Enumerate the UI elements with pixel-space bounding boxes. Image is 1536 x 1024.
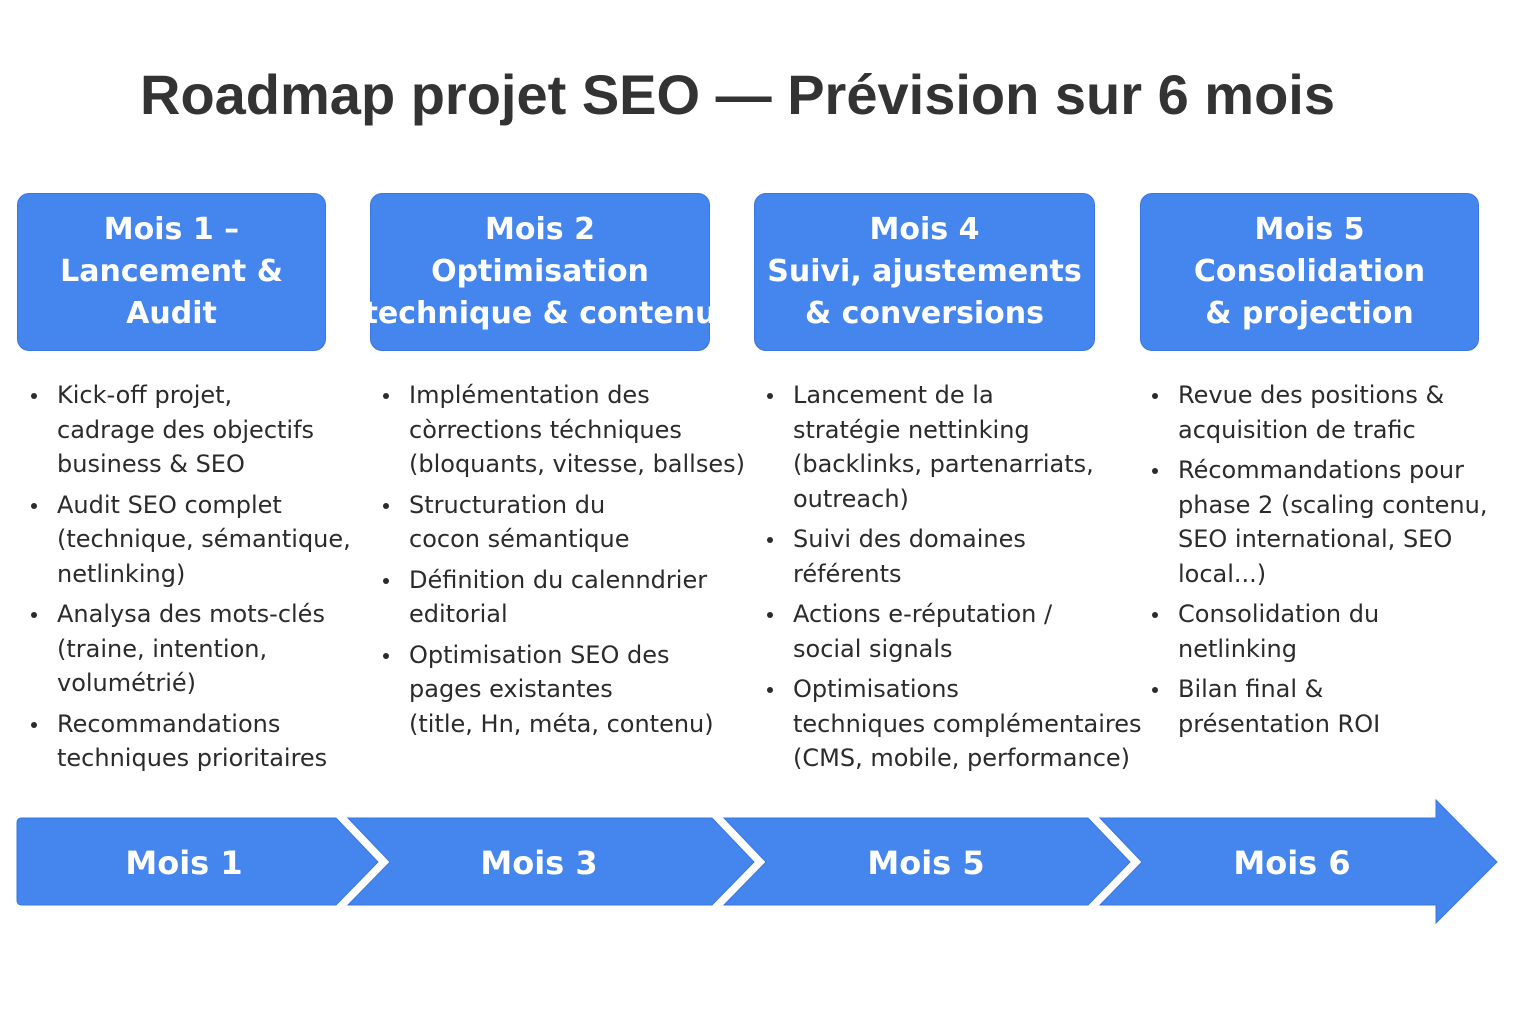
bullet-line: netlinking) [57, 559, 186, 588]
list-item: Audit SEO complet (technique, sémantique… [17, 488, 357, 592]
phase-header-text: Mois 2 Optimisation technique & contenu [364, 209, 717, 335]
timeline-label-2: Mois 3 [480, 844, 598, 882]
timeline-segment-4 [1098, 798, 1498, 925]
bullet-line: Définition du calenndrier [409, 565, 708, 594]
list-item: Kick-off projet, cadrage des objectifs b… [17, 378, 357, 482]
timeline-label-1: Mois 1 [125, 844, 243, 882]
bullet-line: (traine, intention, [57, 634, 268, 663]
list-item: Lancement de la stratégie nettinking (ba… [753, 378, 1143, 516]
bullet-line: Audit SEO complet [57, 490, 282, 519]
bullet-line: acquisition de trafic [1178, 415, 1416, 444]
phase-header-text: Mois 5 Consolidation & projection [1194, 209, 1425, 335]
bullet-line: pages existantes [409, 675, 613, 703]
list-item: Analysa des mots-clés (traine, intention… [17, 597, 357, 701]
timeline-segment-1 [16, 817, 379, 906]
bullet-line: Suivi des domaines [793, 525, 1026, 553]
bullet-line: Récommandations pour [1178, 456, 1464, 484]
bullet-line: outreach) [793, 484, 909, 513]
bullet-line: editorial [409, 600, 508, 628]
bullet-line: cadrage des objectifs [57, 415, 315, 444]
list-item: Optimisation SEO des pages existantes (t… [369, 638, 749, 742]
page-title: Roadmap projet SEO — Prévision sur 6 moi… [140, 63, 1335, 126]
bullet-line: (title, Hn, méta, contenu) [409, 709, 714, 738]
bullet-line: business & SEO [57, 450, 245, 478]
list-item: Structuration du cocon sémantique [369, 488, 749, 557]
header-line: & projection [1205, 296, 1414, 331]
header-line: Consolidation [1193, 254, 1426, 289]
list-item: Recommandations techniques prioritaires [17, 707, 357, 776]
bullet-line: Recommandations [57, 709, 281, 738]
bullet-line: Structuration du [409, 490, 606, 519]
list-item: Implémentation des còrrections téchnique… [369, 378, 749, 482]
timeline-label-3: Mois 5 [867, 844, 985, 882]
phase-2-bullets: Implémentation des còrrections téchnique… [369, 378, 749, 747]
bullet-line: techniques prioritaires [57, 744, 328, 772]
list-item: Consolidation du netlinking [1138, 597, 1528, 666]
phase-1-bullets: Kick-off projet, cadrage des objectifs b… [17, 378, 357, 782]
bullet-line: Consolidation du [1178, 600, 1380, 628]
phase-header-text: Mois 1 – Lancement & Audit [60, 209, 283, 335]
bullet-line: Implémentation des [409, 381, 650, 409]
bullet-line: volumétrié) [57, 669, 196, 697]
timeline-arrow [16, 798, 1498, 925]
bullet-line: (technique, sémantique, [57, 525, 351, 553]
phase-header-text: Mois 4 Suivi, ajustements & conversions [767, 209, 1082, 335]
bullet-line: Analysa des mots-clés [57, 600, 325, 628]
bullet-line: còrrections téchniques [409, 415, 682, 444]
list-item: Optimisations techniques complémentaires… [753, 672, 1143, 776]
list-item: Actions e-réputation / social signals [753, 597, 1143, 666]
bullet-line: SEO international, SEO [1178, 525, 1453, 553]
timeline-segment-2 [346, 817, 755, 906]
header-line: Mois 2 [485, 212, 595, 247]
list-item: Revue des positions & acquisition de tra… [1138, 378, 1528, 447]
phase-header-2: Mois 2 Optimisation technique & contenu [364, 193, 716, 351]
bullet-line: (bloquants, vitesse, ballses) [409, 450, 745, 478]
header-line: & conversions [804, 296, 1045, 331]
list-item: Bilan final & présentation ROI [1138, 672, 1528, 741]
phase-header-4: Mois 5 Consolidation & projection [1140, 193, 1479, 351]
list-item: Récommandations pour phase 2 (scaling co… [1138, 453, 1528, 591]
bullet-line: techniques complémentaires [793, 709, 1142, 738]
bullet-line: (backlinks, partenarriats, [793, 450, 1094, 478]
bullet-line: Bilan final & [1178, 675, 1324, 703]
bullet-line: local...) [1178, 559, 1267, 588]
bullet-line: Optimisations [793, 675, 959, 703]
header-line: Lancement & [60, 254, 283, 289]
bullet-line: netlinking [1178, 634, 1297, 663]
phase-4-bullets: Revue des positions & acquisition de tra… [1138, 378, 1528, 747]
bullet-line: Lancement de la [793, 381, 994, 409]
bullet-line: Actions e-réputation / [793, 600, 1053, 628]
header-line: Mois 4 [869, 212, 980, 247]
bullet-line: phase 2 (scaling contenu, [1178, 490, 1488, 519]
header-line: Mois 5 [1254, 212, 1365, 247]
bullet-line: social signals [793, 634, 953, 663]
timeline-segment-3 [722, 817, 1131, 906]
header-line: Mois 1 – [103, 212, 240, 247]
bullet-line: (CMS, mobile, performance) [793, 744, 1131, 772]
phase-3-bullets: Lancement de la stratégie nettinking (ba… [753, 378, 1143, 782]
phase-header-1: Mois 1 – Lancement & Audit [17, 193, 326, 351]
header-line: Optimisation [431, 254, 649, 289]
header-line: Audit [126, 296, 217, 331]
header-line: Suivi, ajustements [767, 254, 1082, 289]
bullet-line: stratégie nettinking [793, 415, 1030, 444]
list-item: Définition du calenndrier editorial [369, 563, 749, 632]
bullet-line: référents [793, 559, 902, 588]
bullet-line: Revue des positions & [1178, 381, 1445, 409]
list-item: Suivi des domaines référents [753, 522, 1143, 591]
bullet-line: Optimisation SEO des [409, 640, 670, 669]
bullet-line: Kick-off projet, [57, 381, 233, 409]
phase-header-3: Mois 4 Suivi, ajustements & conversions [754, 193, 1095, 351]
timeline-label-4: Mois 6 [1233, 844, 1351, 882]
bullet-line: cocon sémantique [409, 525, 630, 553]
header-line: technique & contenu [363, 296, 717, 331]
bullet-line: présentation ROI [1178, 709, 1381, 738]
